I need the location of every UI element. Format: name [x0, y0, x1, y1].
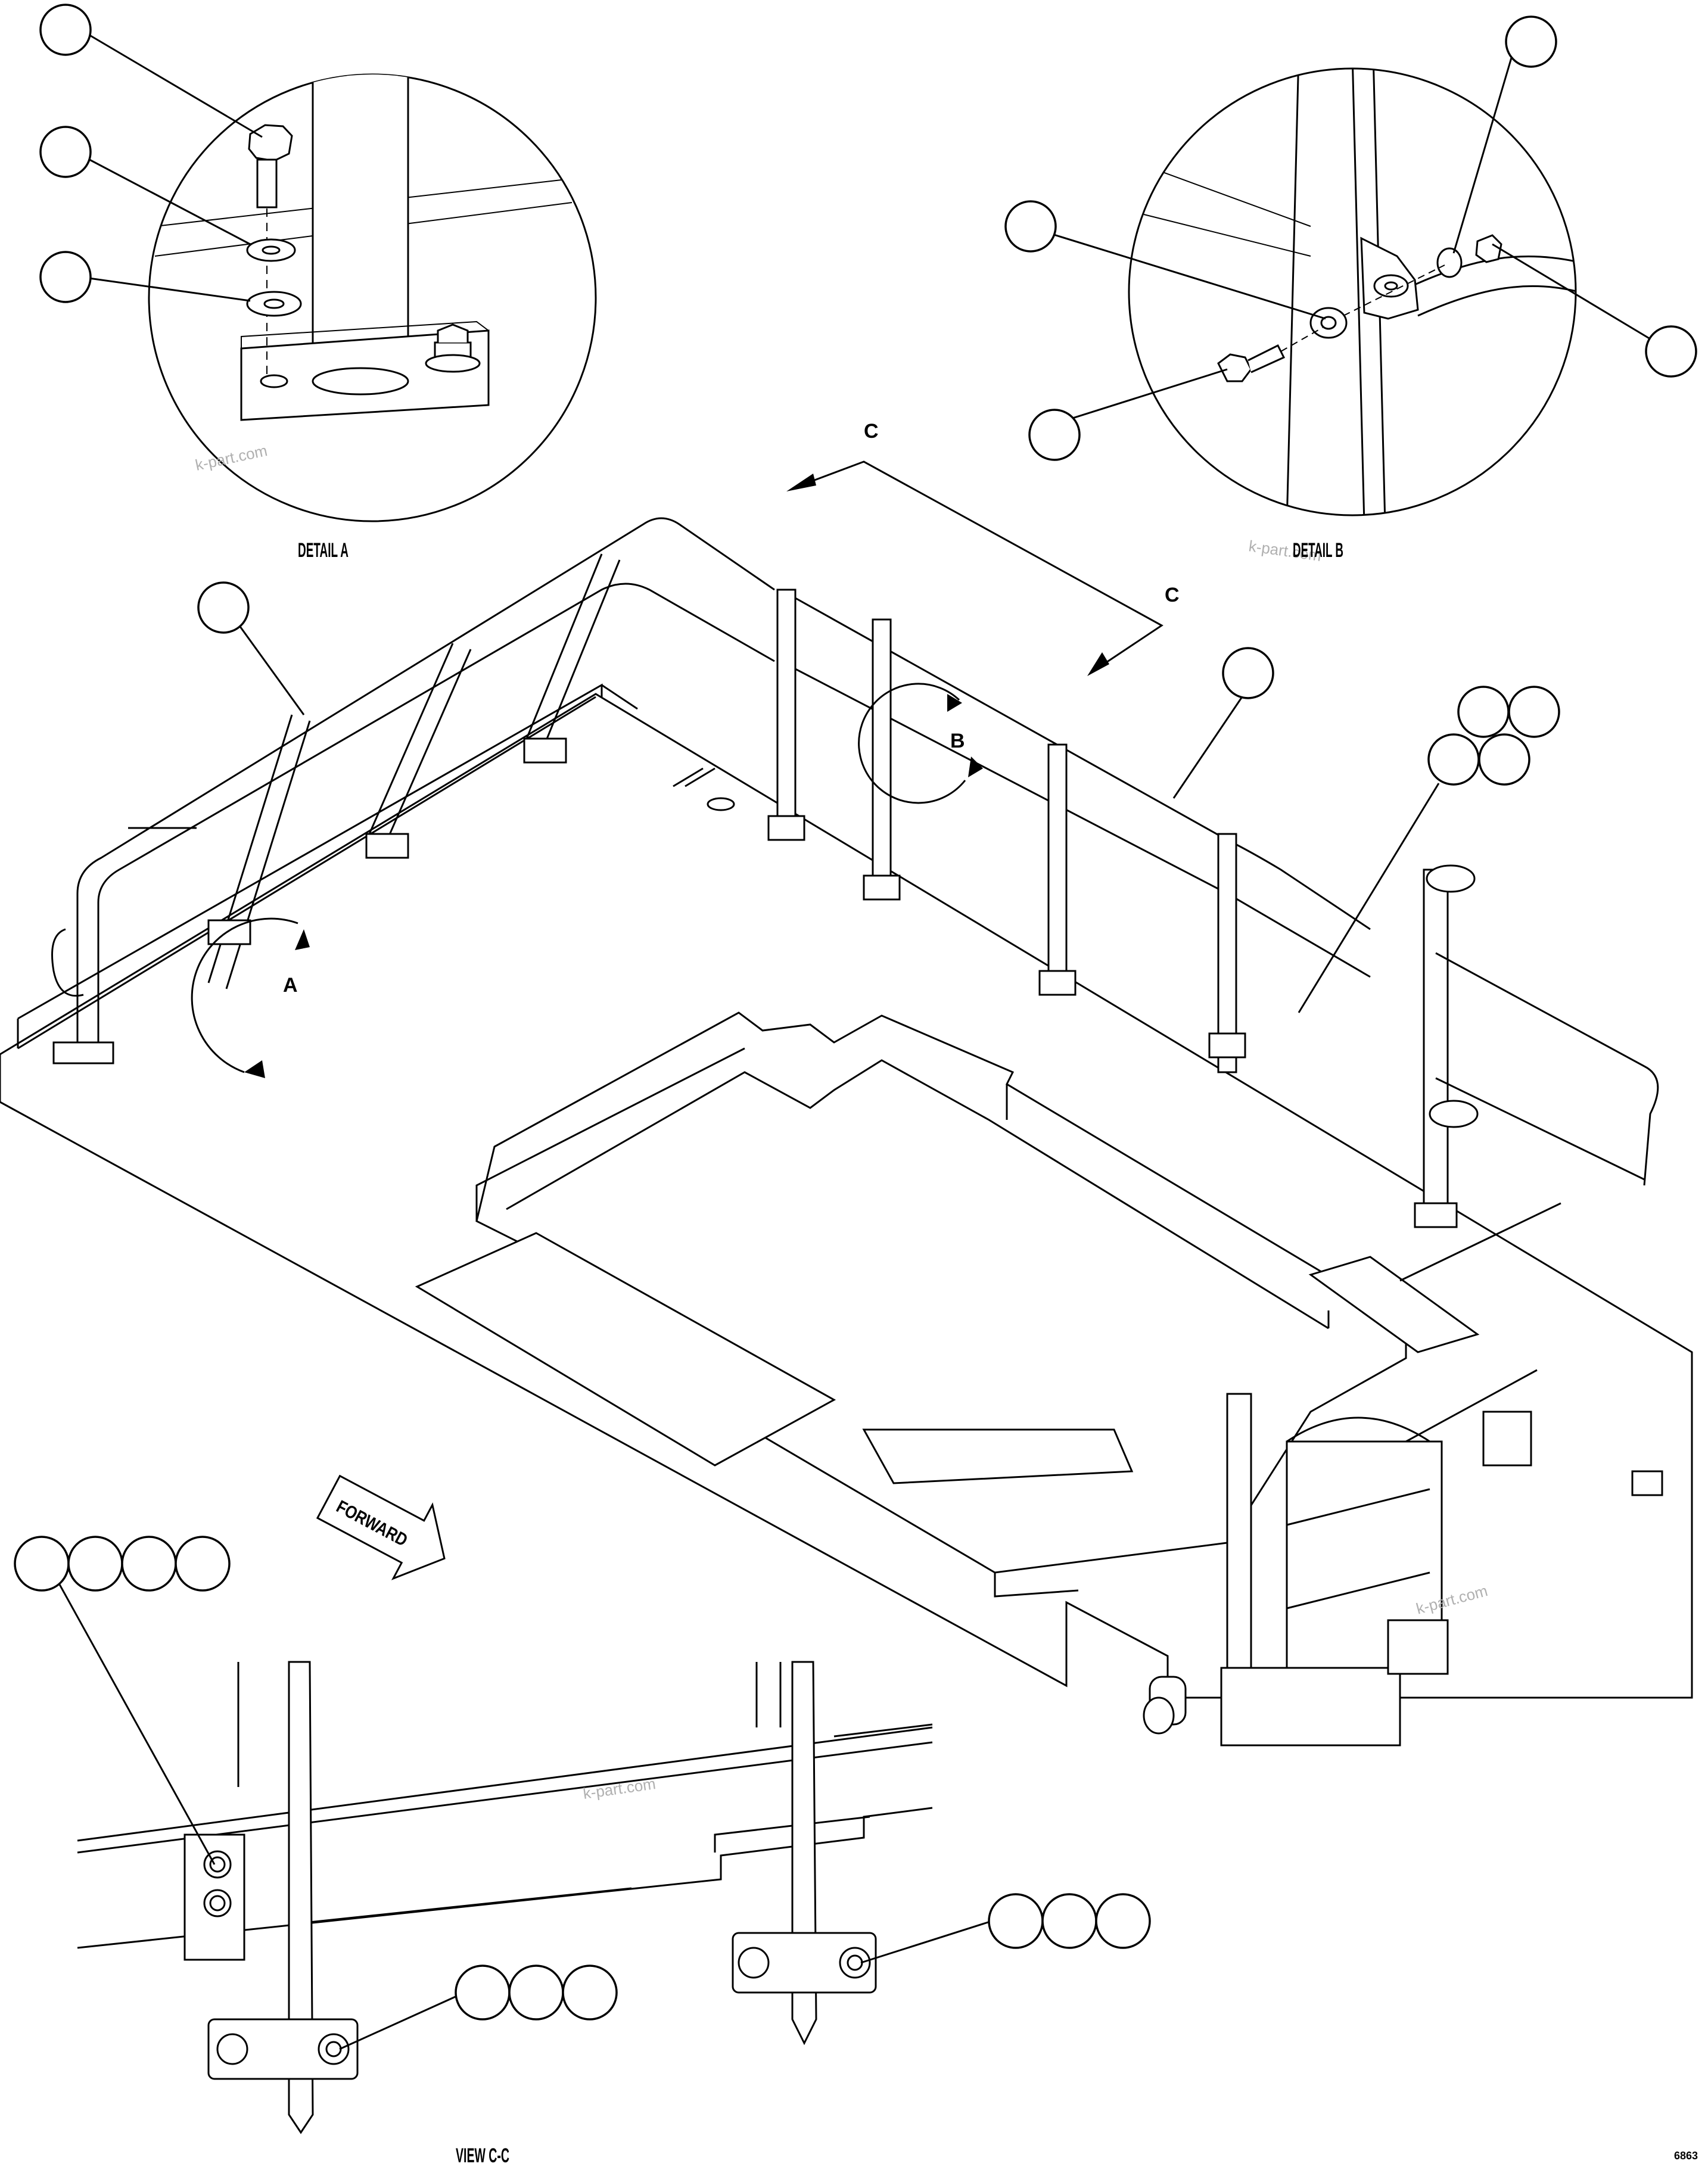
drawing-number: 6863: [1674, 2150, 1698, 2162]
marker-b: B: [950, 730, 965, 752]
view-c-c: k-part.com VIEW C-C: [14, 1536, 1151, 2167]
view-cc-label: VIEW C-C: [456, 2144, 509, 2167]
section-c-label-1: C: [864, 420, 879, 443]
callout-bubble: [1222, 647, 1274, 699]
marker-a: A: [283, 974, 298, 997]
detail-a-label: DETAIL A: [298, 539, 349, 562]
callout-bubble: [39, 4, 92, 56]
callout-bubble: [1457, 686, 1510, 738]
callout-bubble: [508, 1965, 564, 2021]
callout-bubble: [175, 1536, 231, 1592]
callout-bubble: [1505, 15, 1557, 68]
callout-bubble: [1004, 200, 1057, 253]
back-guardrail: [673, 589, 1371, 1073]
callout-bubble: [1028, 409, 1081, 461]
detail-b: k-part.com DETAIL B: [1004, 15, 1697, 565]
callout-bubble: [1095, 1893, 1151, 1949]
callout-bubble: [121, 1536, 177, 1592]
callout-bubble: [1041, 1893, 1097, 1949]
gate-assembly: [1143, 864, 1693, 1747]
callout-bubble: [988, 1893, 1044, 1949]
forward-arrow: FORWARD: [316, 1474, 446, 1580]
callout-bubble: [1478, 733, 1530, 786]
callout-bubble: [39, 126, 92, 178]
callout-bubble: [67, 1536, 123, 1592]
callout-bubble: [562, 1965, 618, 2021]
left-guardrail: [51, 517, 775, 1064]
section-line-c: C C: [786, 420, 1180, 676]
callout-bubble: [1508, 686, 1560, 738]
detail-a: k-part.com DETAIL A: [39, 4, 597, 562]
watermark: k-part.com: [582, 1774, 657, 1802]
section-c-label-2: C: [1165, 584, 1180, 606]
callout-bubble: [14, 1536, 70, 1592]
callout-bubble: [39, 251, 92, 303]
detail-b-label: DETAIL B: [1293, 539, 1343, 562]
callout-bubble: [197, 581, 250, 634]
platform-assembly: A B k-part.com: [0, 517, 1693, 1747]
callout-bubble: [1427, 733, 1480, 786]
callout-bubble: [455, 1965, 511, 2021]
callout-bubble: [1645, 325, 1697, 378]
